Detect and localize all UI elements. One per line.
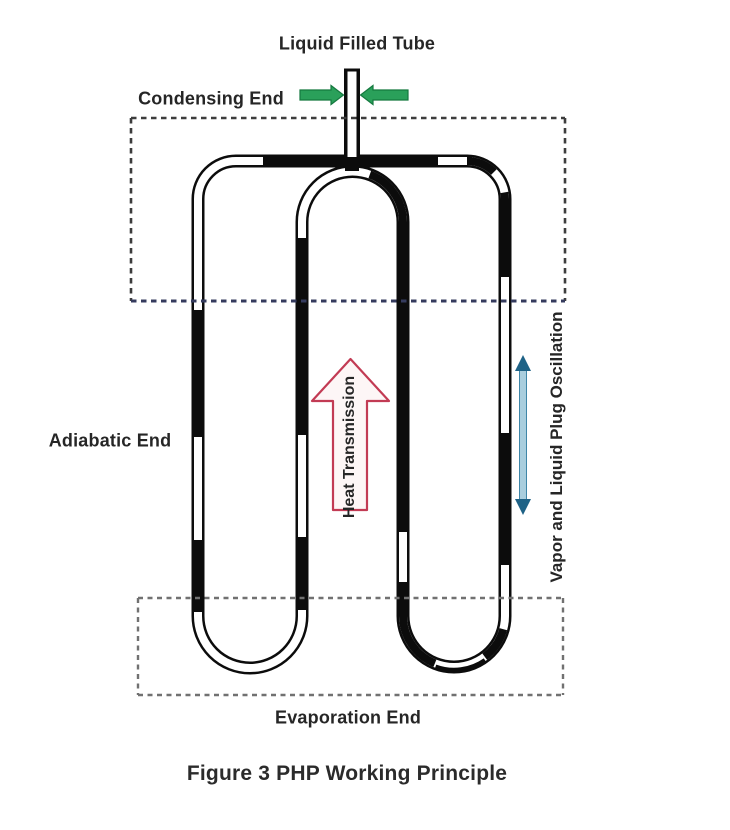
- liquid-plug: [482, 627, 508, 660]
- liquid-plug: [368, 170, 408, 532]
- green-arrow-right-icon: [299, 84, 345, 106]
- liquid-plug: [399, 582, 437, 668]
- liquid-plug: [466, 156, 497, 176]
- condensing-end-label: Condensing End: [138, 88, 284, 109]
- liquid-plug: [500, 191, 509, 277]
- vapor-oscillation-label: Vapor and Liquid Plug Oscillation: [547, 311, 566, 583]
- figure-caption: Figure 3 PHP Working Principle: [186, 762, 508, 785]
- liquid-plugs: [194, 156, 509, 673]
- arrow-up-head-icon: [515, 355, 531, 371]
- evaporation-end-label: Evaporation End: [274, 707, 422, 728]
- condensing-region-box: [129, 116, 567, 303]
- fill-tube: [344, 68, 360, 171]
- up-arrow-icon: [310, 357, 391, 512]
- green-arrow-left-icon: [359, 84, 409, 106]
- oscillation-arrow: [515, 355, 531, 515]
- liquid-filled-tube-label: Liquid Filled Tube: [278, 33, 436, 54]
- adiabatic-end-label: Adiabatic End: [48, 430, 172, 451]
- fill-tube-junction: [345, 163, 359, 171]
- heat-transmission-arrow: [310, 357, 391, 512]
- heat-transmission-label: Heat Transmission: [341, 375, 358, 519]
- liquid-plug: [434, 658, 487, 673]
- oscillation-arrow-shaft: [519, 367, 527, 503]
- condensing-arrows: [299, 84, 409, 106]
- arrow-down-head-icon: [515, 499, 531, 515]
- evaporation-region-box: [136, 596, 565, 697]
